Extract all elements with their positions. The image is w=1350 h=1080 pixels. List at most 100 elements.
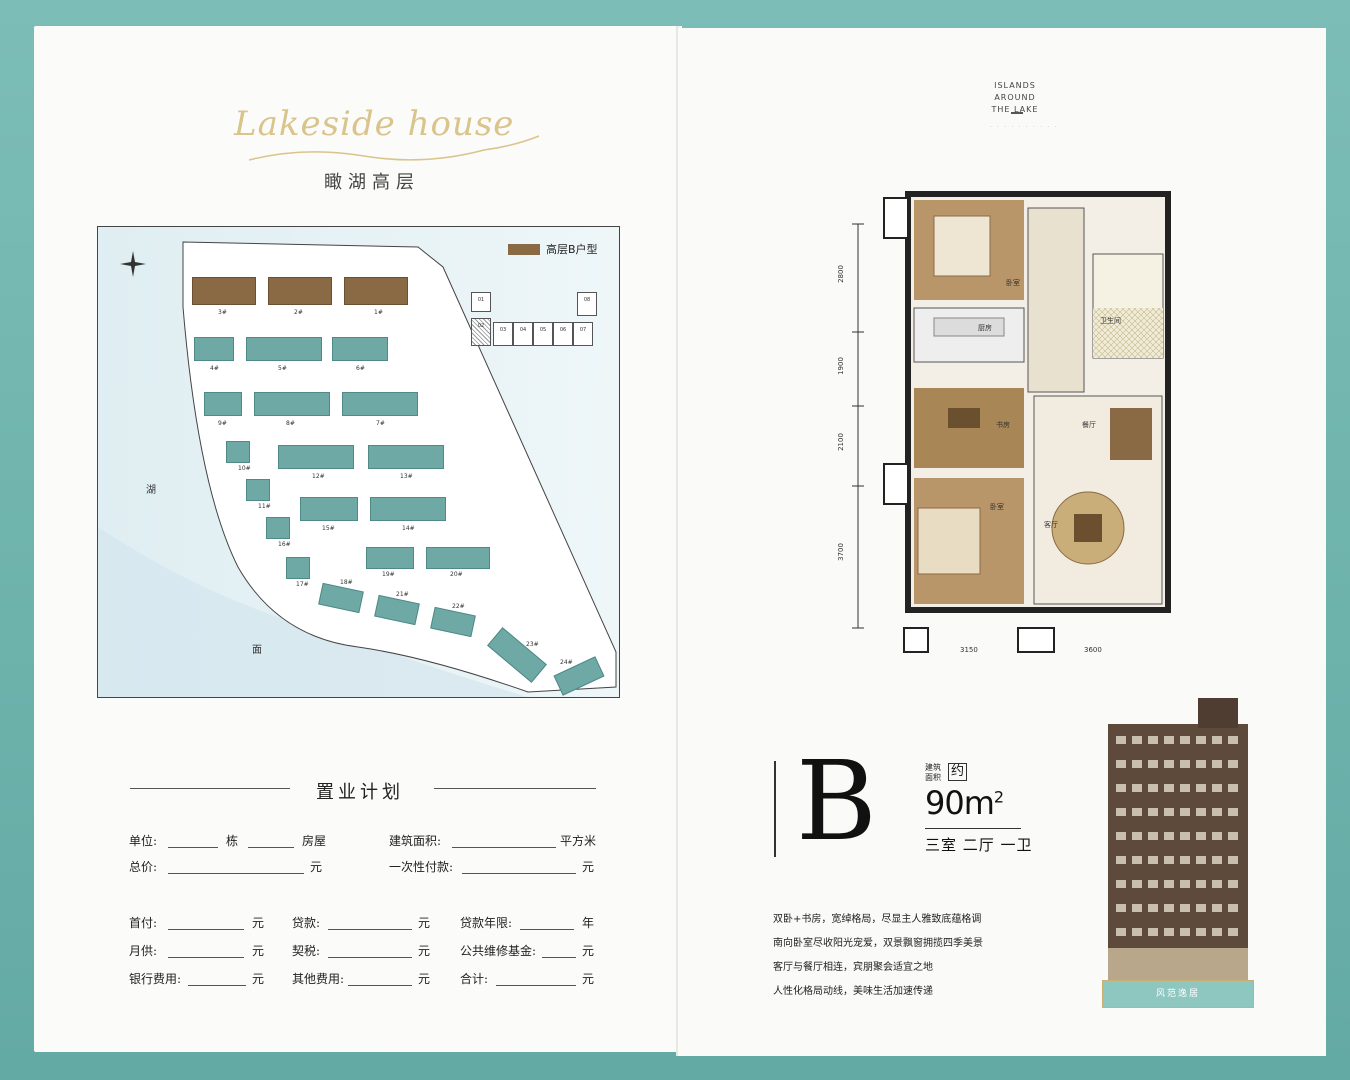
building-16 bbox=[266, 517, 290, 539]
bank-fee-input[interactable] bbox=[188, 985, 246, 986]
room-label: 客厅 bbox=[1044, 521, 1058, 529]
building-label: 10# bbox=[238, 465, 251, 472]
building-19 bbox=[366, 547, 414, 569]
room-label: 卫生间 bbox=[1100, 317, 1121, 325]
building-6 bbox=[332, 337, 388, 361]
desc-line: 南向卧室尽收阳光宠爱，双景飘窗拥揽四季美景 bbox=[773, 938, 983, 949]
area-number: 90 bbox=[925, 784, 965, 822]
building-1 bbox=[344, 277, 408, 305]
building-label: 20# bbox=[450, 571, 463, 578]
building-5 bbox=[246, 337, 322, 361]
building-label: 14# bbox=[402, 525, 415, 532]
building-15 bbox=[300, 497, 358, 521]
building-14 bbox=[370, 497, 446, 521]
building-13 bbox=[368, 445, 444, 469]
maintenance-fund-input[interactable] bbox=[542, 957, 576, 958]
room-count: 三室 二厅 一卫 bbox=[925, 836, 1033, 854]
field-unit: 元 bbox=[252, 972, 265, 986]
loan-input[interactable] bbox=[328, 929, 412, 930]
building-label: 8# bbox=[286, 420, 295, 427]
unit-key-cell: 04 bbox=[513, 322, 533, 346]
total-input[interactable] bbox=[496, 985, 576, 986]
room-label: 卧室 bbox=[1006, 279, 1020, 287]
unit-key: 01 02 03 04 05 06 07 08 bbox=[471, 292, 601, 350]
building-label: 16# bbox=[278, 541, 291, 548]
building-2 bbox=[268, 277, 332, 305]
building-label: 17# bbox=[296, 581, 309, 588]
building-4 bbox=[194, 337, 234, 361]
area-label: 建筑面积 bbox=[925, 763, 941, 782]
building-10 bbox=[226, 441, 250, 463]
building-label: 19# bbox=[382, 571, 395, 578]
other-fee-input[interactable] bbox=[348, 985, 412, 986]
room-label: 厨房 bbox=[978, 324, 992, 332]
plan-rule-right bbox=[434, 788, 596, 789]
area-exponent: 2 bbox=[993, 787, 1004, 807]
full-payment-input[interactable] bbox=[462, 873, 576, 874]
field-label: 贷款年限: bbox=[460, 916, 513, 930]
site-plan: 高层B户型 湖 面 01 02 03 04 05 06 07 08 3# 2# … bbox=[97, 226, 620, 698]
building-label: 22# bbox=[452, 603, 465, 610]
field-unit: 元 bbox=[418, 972, 431, 986]
building-label: 23# bbox=[526, 641, 539, 648]
tagline-line-1: ISLANDS AROUND bbox=[994, 81, 1036, 102]
loan-years-input[interactable] bbox=[520, 929, 574, 930]
field-unit: 栋 bbox=[226, 834, 239, 848]
building-label: 2# bbox=[294, 309, 303, 316]
field-unit: 元 bbox=[418, 916, 431, 930]
field-unit: 元 bbox=[252, 916, 265, 930]
unit-room-input[interactable] bbox=[248, 847, 294, 848]
deed-tax-input[interactable] bbox=[328, 957, 412, 958]
legend-swatch bbox=[508, 244, 540, 255]
room-label: 书房 bbox=[996, 421, 1010, 429]
logo-swash-icon bbox=[248, 135, 540, 161]
dimension-label: 3600 bbox=[1084, 646, 1102, 654]
building-9 bbox=[204, 392, 242, 416]
legend-label: 高层B户型 bbox=[546, 243, 598, 256]
tagline-dash bbox=[1011, 112, 1023, 114]
building-label: 21# bbox=[396, 591, 409, 598]
building-label: 24# bbox=[560, 659, 573, 666]
building-12 bbox=[278, 445, 354, 469]
building-label: 13# bbox=[400, 473, 413, 480]
dimension-label: 1900 bbox=[836, 357, 845, 375]
field-label: 月供: bbox=[129, 944, 158, 958]
plan-rule-left bbox=[130, 788, 290, 789]
room-label: 餐厅 bbox=[1082, 421, 1096, 429]
floor-area-input[interactable] bbox=[452, 847, 556, 848]
down-payment-input[interactable] bbox=[168, 929, 244, 930]
dimension-label: 2100 bbox=[836, 433, 845, 451]
unit-key-cell: 05 bbox=[533, 322, 553, 346]
right-page: ISLANDS AROUND THE LAKE · · · · · · · · … bbox=[678, 28, 1326, 1056]
dimension-label: 3700 bbox=[836, 543, 845, 561]
area-unit: m bbox=[963, 784, 995, 822]
field-label: 一次性付款: bbox=[389, 860, 454, 874]
unit-type-letter: B bbox=[796, 737, 877, 865]
field-unit: 平方米 bbox=[560, 834, 597, 848]
room-label: 卧室 bbox=[990, 503, 1004, 511]
building-label: 12# bbox=[312, 473, 325, 480]
plan-title: 置业计划 bbox=[316, 782, 404, 803]
building-11 bbox=[246, 479, 270, 501]
desc-line: 客厅与餐厅相连，宾朋聚会适宜之地 bbox=[773, 962, 933, 973]
building-label: 18# bbox=[340, 579, 353, 586]
dimension-label: 2800 bbox=[836, 265, 845, 283]
building-3 bbox=[192, 277, 256, 305]
unit-key-cell: 07 bbox=[573, 322, 593, 346]
building-label: 7# bbox=[376, 420, 385, 427]
field-label: 公共维修基金: bbox=[460, 944, 537, 958]
monthly-payment-input[interactable] bbox=[168, 957, 244, 958]
field-unit: 元 bbox=[310, 860, 323, 874]
unit-key-cell: 06 bbox=[553, 322, 573, 346]
building-label: 9# bbox=[218, 420, 227, 427]
unit-building-input[interactable] bbox=[168, 847, 218, 848]
tower-badge: 风范逸居 bbox=[1102, 980, 1254, 1008]
building-17 bbox=[286, 557, 310, 579]
floor-plan-drawing bbox=[852, 191, 1171, 685]
floor-plan: 2800 1900 2100 3700 3150 3600 卧室 厨房 卫生间 … bbox=[836, 168, 1178, 685]
desc-line: 双卧+书房，宽绰格局，尽显主人雅致底蕴格调 bbox=[773, 914, 982, 925]
total-price-input[interactable] bbox=[168, 873, 304, 874]
area-approx: 约 bbox=[948, 763, 968, 781]
tagline-dots: · · · · · · · · · · bbox=[990, 124, 1059, 130]
